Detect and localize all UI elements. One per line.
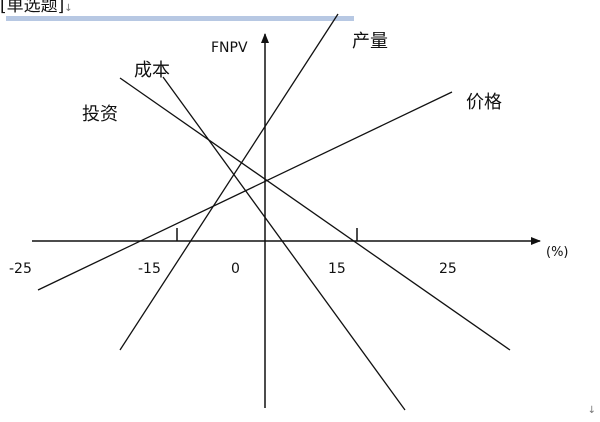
tick-label: -25 [9,261,32,277]
tick-label: 0 [231,261,240,277]
tick-label: 25 [439,261,457,277]
line-output [119,13,339,351]
line-label-price: 价格 [466,92,502,113]
question-type-header: [单选题]↓ [0,0,73,16]
line-cost [162,76,406,411]
line-label-investment: 投资 [82,104,118,125]
question-type-text: [单选题] [0,0,65,16]
line-price [37,91,453,291]
line-investment [119,77,511,351]
paragraph-return-mark: ↓ [587,405,596,416]
x-axis-unit-label: (%) [546,245,569,260]
line-label-output: 产量 [352,31,388,52]
return-mark: ↓ [64,3,73,14]
y-axis-label: FNPV [211,40,248,56]
selection-highlight-bar [6,16,354,21]
line-label-cost: 成本 [134,60,170,81]
tick-label: -15 [138,261,161,277]
tick-label: 15 [328,261,346,277]
